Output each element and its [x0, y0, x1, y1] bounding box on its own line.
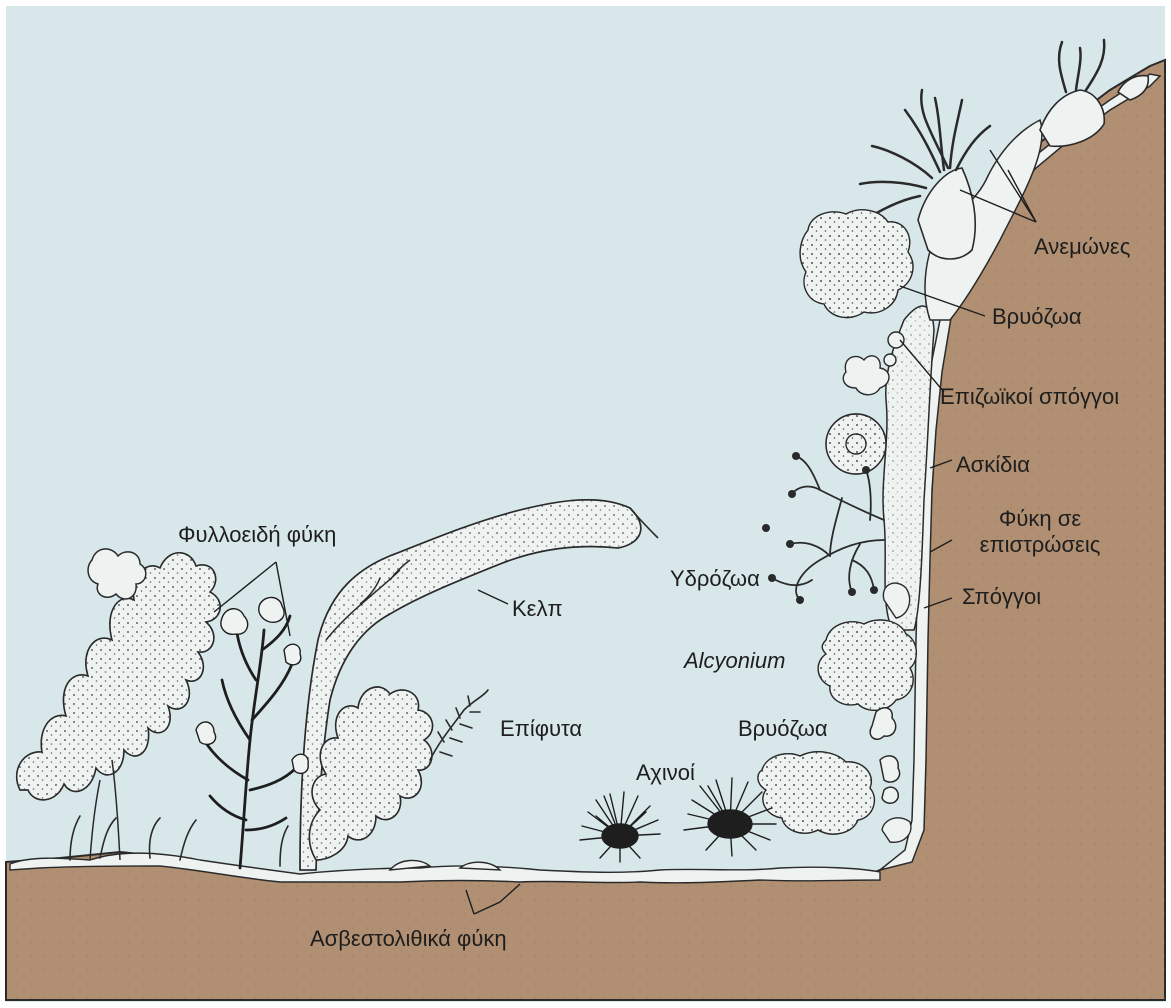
label-anemones: Ανεμώνες	[1034, 234, 1130, 260]
label-sponges: Σπόγγοι	[962, 584, 1041, 610]
label-alcyonium: Alcyonium	[684, 648, 785, 674]
label-epiphytes: Επίφυτα	[500, 716, 582, 742]
label-ascidians: Ασκίδια	[956, 452, 1030, 478]
alcyonium-colony	[818, 620, 916, 710]
label-calcareous-algae: Ασβεστολιθικά φύκη	[310, 926, 507, 952]
label-epizoic-sponges: Επιζωϊκοί σπόγγοι	[940, 384, 1119, 410]
label-bryozoa-top: Βρυόζωα	[992, 304, 1082, 330]
label-foliose-algae: Φυλλοειδή φύκη	[178, 522, 336, 548]
label-encrusting-algae-line1: Φύκη σε	[950, 506, 1130, 532]
label-hydrozoa: Υδρόζωα	[670, 566, 760, 592]
label-encrusting-algae: Φύκη σε επιστρώσεις	[950, 506, 1130, 559]
label-bryozoa-bottom: Βρυόζωα	[738, 716, 828, 742]
label-kelp: Κελπ	[512, 596, 563, 622]
label-encrusting-algae-line2: επιστρώσεις	[950, 532, 1130, 558]
label-sea-urchins: Αχινοί	[636, 760, 695, 786]
ascidian-colony	[826, 414, 886, 474]
